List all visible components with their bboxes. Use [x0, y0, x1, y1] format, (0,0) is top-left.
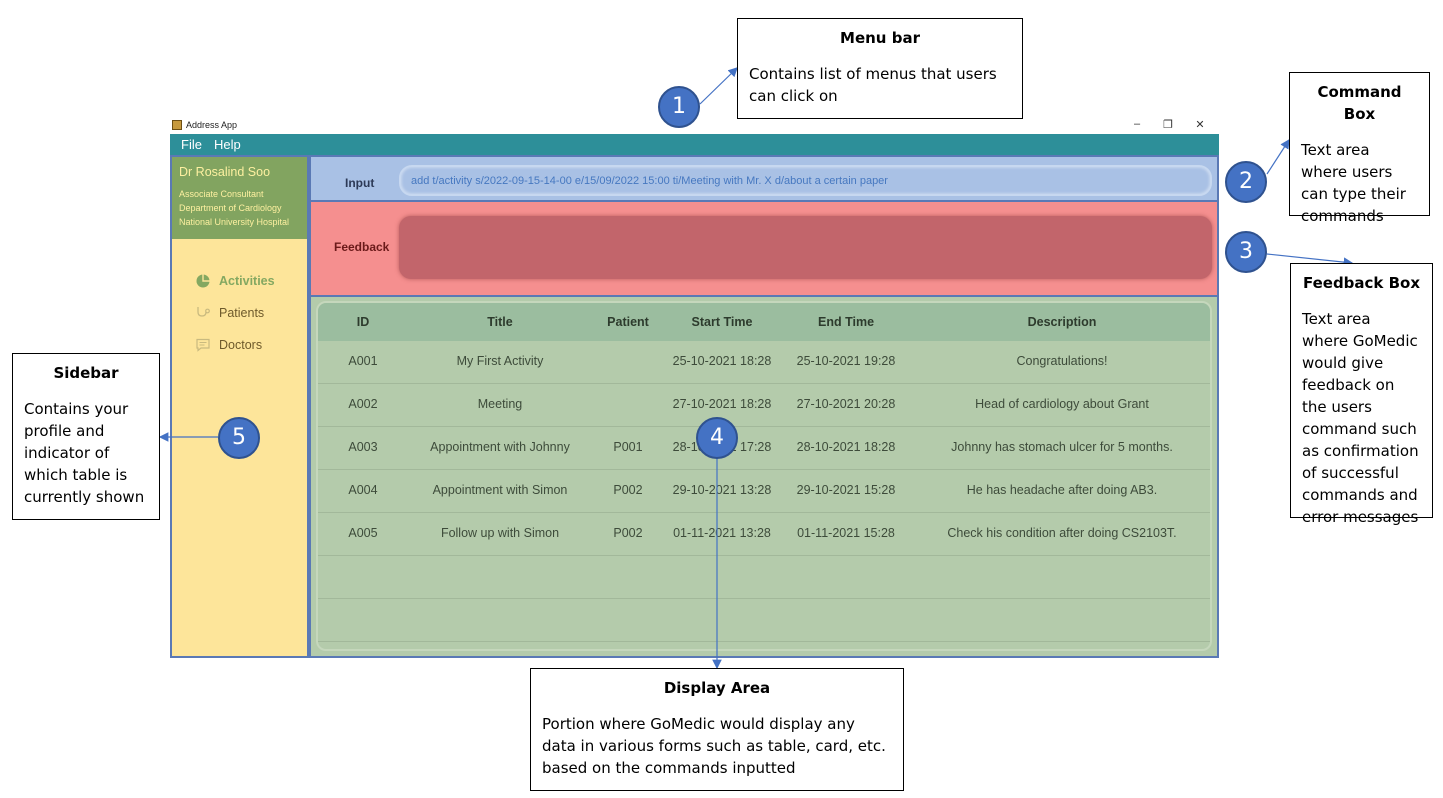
callout-title: Menu bar: [840, 29, 920, 47]
sidebar-item-doctors[interactable]: Doctors: [195, 329, 275, 361]
profile-organization: National University Hospital: [179, 217, 290, 227]
cell-patient: P001: [613, 440, 643, 454]
cell-start-time: 25-10-2021 18:28: [672, 354, 772, 368]
column-header-id[interactable]: ID: [356, 315, 370, 329]
column-header-end-time[interactable]: End Time: [817, 315, 875, 329]
profile-position: Associate Consultant: [179, 189, 264, 199]
arrow-command-box: [1266, 138, 1290, 175]
callout-text: Portion where GoMedic would display any …: [542, 715, 886, 777]
pie-chart-icon: [196, 274, 210, 288]
callout-title: Sidebar: [53, 364, 119, 382]
callout-feedback-box: Feedback Box Text area where GoMedic wou…: [1290, 263, 1433, 526]
table-row[interactable]: A005 Follow up with Simon P002 01-11-202…: [318, 513, 1210, 556]
callout-text: Contains list of menus that users can cl…: [749, 65, 997, 105]
callout-title: Command Box: [1317, 83, 1402, 123]
menu-help[interactable]: Help: [213, 137, 241, 152]
profile-department: Department of Cardiology: [179, 203, 282, 213]
arrow-menu-bar: [699, 67, 738, 105]
cell-end-time: 27-10-2021 20:28: [796, 397, 896, 411]
table-row[interactable]: A004 Appointment with Simon P002 29-10-2…: [318, 470, 1210, 513]
cell-start-time: 27-10-2021 18:28: [672, 397, 772, 411]
cell-id: A003: [348, 440, 378, 454]
cell-description: He has headache after doing AB3.: [966, 483, 1158, 497]
table-header: ID Title Patient Start Time End Time Des…: [318, 303, 1210, 341]
table-row-empty: [318, 599, 1210, 642]
profile-card: Dr Rosalind Soo Associate Consultant Dep…: [172, 157, 307, 239]
cell-patient: P002: [613, 483, 643, 497]
input-label: Input: [345, 176, 375, 190]
feedback-section: Feedback: [309, 202, 1219, 297]
column-header-patient[interactable]: Patient: [607, 315, 649, 329]
cell-start-time: 29-10-2021 13:28: [672, 483, 772, 497]
close-icon[interactable]: ✕: [1195, 119, 1205, 131]
cell-id: A005: [348, 526, 378, 540]
input-section: Input add t/activity s/2022-09-15-14-00 …: [309, 155, 1219, 202]
arrow-feedback-box: [1266, 253, 1354, 267]
sidebar-nav: Activities Patients Doctors: [195, 265, 275, 361]
app-icon: [172, 120, 182, 130]
cell-title: Meeting: [477, 397, 523, 411]
cell-end-time: 01-11-2021 15:28: [797, 526, 895, 540]
badge-display-area: 4: [696, 417, 738, 459]
cell-description: Check his condition after doing CS2103T.: [947, 526, 1177, 540]
app-window: Address App – ❐ ✕ File Help Dr Rosalind …: [170, 117, 1219, 658]
maximize-icon[interactable]: ❐: [1163, 119, 1173, 131]
cell-id: A001: [348, 354, 378, 368]
badge-command-box: 2: [1225, 161, 1267, 203]
table-row[interactable]: A003 Appointment with Johnny P001 28-10-…: [318, 427, 1210, 470]
display-area: ID Title Patient Start Time End Time Des…: [309, 297, 1219, 658]
cell-end-time: 28-10-2021 18:28: [796, 440, 896, 454]
sidebar: Dr Rosalind Soo Associate Consultant Dep…: [170, 155, 309, 658]
command-input[interactable]: add t/activity s/2022-09-15-14-00 e/15/0…: [399, 165, 1212, 196]
callout-display-area: Display Area Portion where GoMedic would…: [530, 668, 904, 791]
cell-title: My First Activity: [456, 354, 544, 368]
callout-text: Contains your profile and indicator of w…: [24, 400, 145, 506]
cell-title: Follow up with Simon: [440, 526, 560, 540]
cell-description: Head of cardiology about Grant: [975, 397, 1149, 411]
cell-end-time: 29-10-2021 15:28: [796, 483, 896, 497]
cell-title: Appointment with Simon: [432, 483, 568, 497]
column-header-description[interactable]: Description: [1027, 315, 1097, 329]
callout-title: Feedback Box: [1302, 274, 1421, 292]
callout-menu-bar: Menu bar Contains list of menus that use…: [737, 18, 1023, 119]
title-bar: Address App – ❐ ✕: [170, 117, 1219, 134]
sidebar-item-patients[interactable]: Patients: [195, 297, 275, 329]
sidebar-item-label: Patients: [219, 306, 265, 320]
profile-name: Dr Rosalind Soo: [179, 165, 271, 179]
cell-start-time: 01-11-2021 13:28: [673, 526, 771, 540]
cell-patient: P002: [613, 526, 643, 540]
message-icon: [196, 338, 210, 352]
feedback-box[interactable]: [399, 216, 1212, 279]
cell-description: Congratulations!: [1016, 354, 1108, 368]
menu-file[interactable]: File: [181, 137, 202, 152]
column-header-title[interactable]: Title: [487, 315, 513, 329]
main-panel: Input add t/activity s/2022-09-15-14-00 …: [309, 155, 1219, 658]
stethoscope-icon: [197, 307, 210, 317]
badge-sidebar: 5: [218, 417, 260, 459]
table-row[interactable]: A001 My First Activity 25-10-2021 18:28 …: [318, 341, 1210, 384]
cell-description: Johnny has stomach ulcer for 5 months.: [951, 440, 1173, 454]
callout-title: Display Area: [663, 679, 771, 697]
callout-sidebar: Sidebar Contains your profile and indica…: [12, 353, 160, 520]
menu-bar: File Help: [170, 134, 1219, 155]
badge-feedback-box: 3: [1225, 231, 1267, 273]
sidebar-item-label: Doctors: [219, 338, 263, 352]
sidebar-item-activities[interactable]: Activities: [195, 265, 275, 297]
feedback-label: Feedback: [334, 240, 390, 254]
callout-command-box: Command Box Text area where users can ty…: [1289, 72, 1430, 225]
table-row-empty: [318, 556, 1210, 599]
cell-id: A004: [348, 483, 378, 497]
cell-end-time: 25-10-2021 19:28: [796, 354, 896, 368]
minimize-icon[interactable]: –: [1133, 118, 1141, 130]
column-header-start-time[interactable]: Start Time: [691, 315, 753, 329]
badge-menu-bar: 1: [658, 86, 700, 128]
callout-text: Text area where GoMedic would give feedb…: [1302, 310, 1419, 526]
callout-text: Text area where users can type their com…: [1301, 141, 1406, 225]
window-title: Address App: [186, 120, 238, 130]
sidebar-item-label: Activities: [219, 274, 275, 288]
table-row[interactable]: A002 Meeting 27-10-2021 18:28 27-10-2021…: [318, 384, 1210, 427]
activities-table: ID Title Patient Start Time End Time Des…: [316, 301, 1212, 651]
cell-title: Appointment with Johnny: [430, 440, 570, 454]
cell-id: A002: [348, 397, 378, 411]
